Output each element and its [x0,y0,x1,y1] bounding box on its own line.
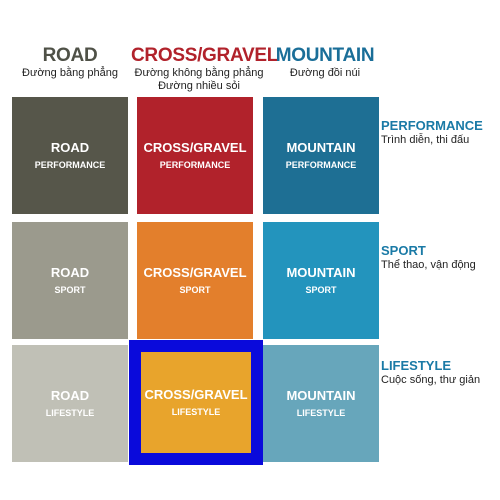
tile-subtitle: SPORT [305,284,337,295]
tile-title: CROSS/GRAVEL [143,264,247,280]
column-subtitle-mountain: Đường đồi núi [289,67,361,79]
row-header-performance: PERFORMANCE Trình diễn, thi đấu [381,118,500,147]
column-subtitle-road: Đường bằng phẳng [22,67,118,79]
tile-title: MOUNTAIN [286,264,356,280]
tile-mountain-lifestyle[interactable]: MOUNTAIN LIFESTYLE [263,345,379,462]
tile-road-sport[interactable]: ROAD SPORT [12,222,128,339]
tile-subtitle: PERFORMANCE [34,159,106,170]
column-subtitle-cross-gravel: Đường không bằng phẳng [134,67,264,79]
row-header-lifestyle: LIFESTYLE Cuộc sống, thư giản [381,358,500,387]
tile-title: MOUNTAIN [286,139,356,155]
tile-road-lifestyle[interactable]: ROAD LIFESTYLE [12,345,128,462]
tile-subtitle: LIFESTYLE [296,407,346,418]
tile-cross-gravel-sport[interactable]: CROSS/GRAVEL SPORT [137,222,253,339]
row-header-sport: SPORT Thể thao, vận động [381,243,500,272]
tile-subtitle: PERFORMANCE [159,159,231,170]
tile-cross-gravel-lifestyle[interactable]: CROSS/GRAVEL LIFESTYLE [141,352,251,453]
tile-mountain-performance[interactable]: MOUNTAIN PERFORMANCE [263,97,379,214]
tile-subtitle: LIFESTYLE [171,406,221,417]
tile-title: ROAD [50,264,90,280]
tile-mountain-sport[interactable]: MOUNTAIN SPORT [263,222,379,339]
column-header-road: ROAD Đường bằng phẳng [5,45,135,80]
tile-title: CROSS/GRAVEL [144,386,248,402]
tile-cross-gravel-performance[interactable]: CROSS/GRAVEL PERFORMANCE [137,97,253,214]
tile-road-performance[interactable]: ROAD PERFORMANCE [12,97,128,214]
row-subtitle-sport: Thể thao, vận động [381,259,476,271]
tile-title: CROSS/GRAVEL [143,139,247,155]
row-subtitle-performance: Trình diễn, thi đấu [381,134,470,146]
column-header-cross-gravel: CROSS/GRAVEL Đường không bằng phẳng Đườn… [131,45,279,93]
row-title-lifestyle: LIFESTYLE [381,358,452,373]
column-header-mountain: MOUNTAIN Đường đồi núi [260,45,390,80]
tile-subtitle: LIFESTYLE [45,407,95,418]
column-title-mountain: MOUNTAIN [275,45,375,66]
tile-title: MOUNTAIN [286,387,356,403]
row-subtitle-lifestyle: Cuộc sống, thư giản [381,374,481,386]
row-title-performance: PERFORMANCE [381,118,483,133]
row-title-sport: SPORT [381,243,426,258]
tile-subtitle: PERFORMANCE [285,159,357,170]
column-title-cross-gravel: CROSS/GRAVEL [131,45,279,66]
column-subtitle2-cross-gravel: Đường nhiều sỏi [158,80,240,92]
tile-subtitle: SPORT [179,284,211,295]
tile-title: ROAD [50,387,90,403]
tile-title: ROAD [50,139,90,155]
tile-subtitle: SPORT [54,284,86,295]
column-title-road: ROAD [42,45,98,66]
